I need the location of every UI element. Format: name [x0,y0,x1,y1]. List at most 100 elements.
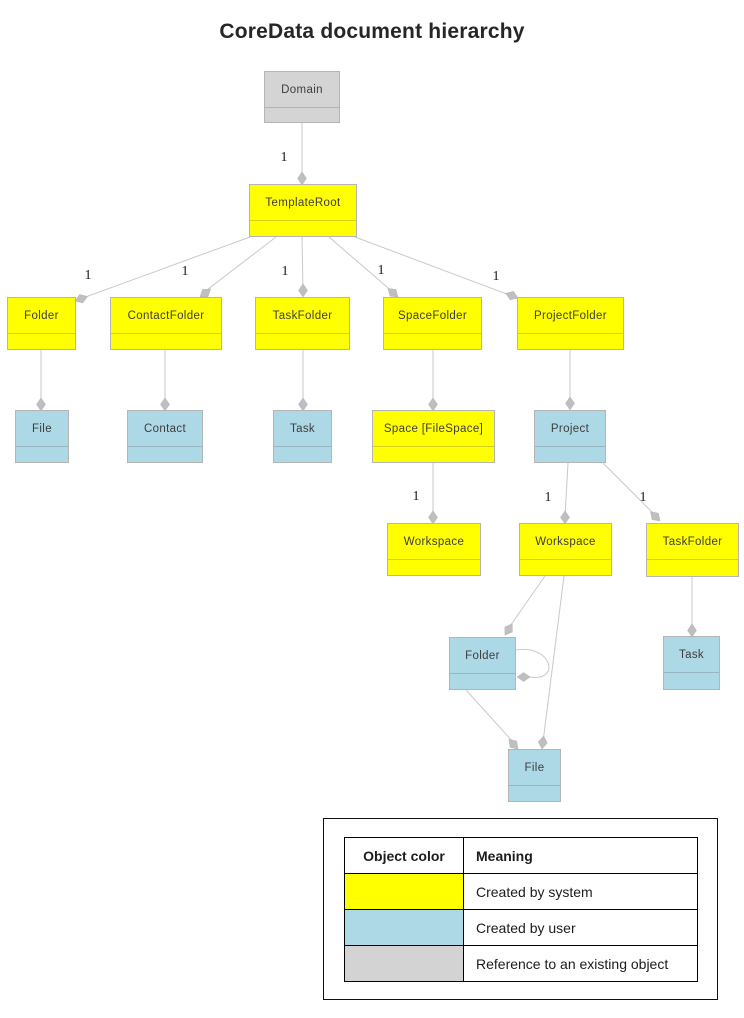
node-task-folder-2: TaskFolder [646,523,739,577]
node-domain-label: Domain [265,72,339,108]
edge-projectfolder-project [565,350,575,411]
edge-line [542,575,565,743]
edge-project-taskfolder [602,462,661,522]
aggregation-diamond-icon [297,171,307,186]
node-empty-compartment [384,334,481,349]
aggregation-diamond-icon [298,283,308,298]
node-empty-compartment [535,447,605,462]
legend-box: Object color Meaning Created by system C… [323,818,718,1000]
node-empty-compartment [518,334,623,349]
edge-templateroot-spacefolder [328,236,399,298]
edge-line [465,689,515,744]
aggregation-diamond-icon [298,397,308,412]
aggregation-diamond-icon [387,288,399,298]
legend-row-reference: Reference to an existing object [344,945,698,982]
edge-line [328,236,395,294]
aggregation-diamond-icon [516,672,531,682]
edge-taskfolder-task2 [687,577,697,638]
aggregation-diamond-icon [160,397,170,412]
node-empty-compartment [111,334,221,349]
legend-meaning-user: Created by user [463,909,698,946]
node-contact-folder-label: ContactFolder [111,298,221,334]
node-empty-compartment [128,447,202,462]
edge-templateroot-folder [74,236,251,304]
node-empty-compartment [520,560,611,575]
node-empty-compartment [388,560,480,575]
edge-folder-self-loop [515,648,550,682]
node-task-folder: TaskFolder [255,297,350,350]
aggregation-diamond-icon [560,510,570,525]
edge-taskfolder-task [298,350,308,412]
node-contact: Contact [127,410,203,463]
node-file: File [15,410,69,463]
multiplicity-label: 1 [377,263,385,278]
legend-table: Object color Meaning Created by system C… [344,837,698,982]
edge-line [602,462,656,516]
aggregation-diamond-icon [508,739,519,750]
aggregation-diamond-icon [504,623,513,636]
legend-swatch-user [344,909,464,946]
node-space-label: Space [FileSpace] [373,411,494,447]
node-task-2-label: Task [664,637,719,673]
aggregation-diamond-icon [428,397,438,412]
node-contact-folder: ContactFolder [110,297,222,350]
node-file-2-label: File [509,750,560,786]
aggregation-diamond-icon [428,510,438,525]
legend-swatch-reference [344,945,464,982]
node-task-label: Task [274,411,331,447]
multiplicity-label: 1 [544,490,552,505]
node-template-root: TemplateRoot [249,184,357,237]
legend-row-user: Created by user [344,909,698,946]
edge-templateroot-contactfolder [199,236,277,298]
node-task-folder-label: TaskFolder [256,298,349,334]
self-loop-line [515,648,550,678]
edge-folder-file [36,350,46,412]
edge-line [202,236,277,294]
multiplicity-label: 1 [84,268,92,283]
aggregation-diamond-icon [687,623,697,638]
node-empty-compartment [647,560,738,576]
aggregation-diamond-icon [199,288,211,298]
node-folder-2: Folder [449,637,516,690]
node-space-folder: SpaceFolder [383,297,482,350]
node-folder-label: Folder [8,298,75,334]
node-workspace-right: Workspace [519,523,612,576]
aggregation-diamond-icon [565,396,575,411]
node-empty-compartment [373,447,494,462]
edge-line [79,236,251,300]
legend-row-system: Created by system [344,873,698,910]
node-project: Project [534,410,606,463]
node-empty-compartment [274,447,331,462]
legend-header-meaning: Meaning [463,837,698,874]
node-empty-compartment [509,786,560,801]
edge-line [564,462,569,518]
node-empty-compartment [250,221,356,236]
node-task-folder-2-label: TaskFolder [647,524,738,560]
legend-header-row: Object color Meaning [344,837,698,874]
node-folder-2-label: Folder [450,638,515,674]
node-task: Task [273,410,332,463]
aggregation-diamond-icon [538,735,548,750]
node-space: Space [FileSpace] [372,410,495,463]
node-project-folder-label: ProjectFolder [518,298,623,334]
aggregation-diamond-icon [36,397,46,412]
node-file-label: File [16,411,68,447]
legend-meaning-system: Created by system [463,873,698,910]
node-empty-compartment [450,674,515,689]
multiplicity-label: 1 [492,269,500,284]
edge-templateroot-taskfolder [298,236,308,298]
node-domain: Domain [264,71,340,123]
edge-folder-file2 [465,689,519,750]
node-folder: Folder [7,297,76,350]
multiplicity-label: 1 [281,264,289,279]
node-task-2: Task [663,636,720,690]
node-empty-compartment [256,334,349,349]
node-workspace-left: Workspace [387,523,481,576]
edge-workspace-file [538,575,565,750]
edge-domain-templateroot [297,123,307,186]
node-project-label: Project [535,411,605,447]
node-workspace-left-label: Workspace [388,524,480,560]
node-file-2: File [508,749,561,802]
